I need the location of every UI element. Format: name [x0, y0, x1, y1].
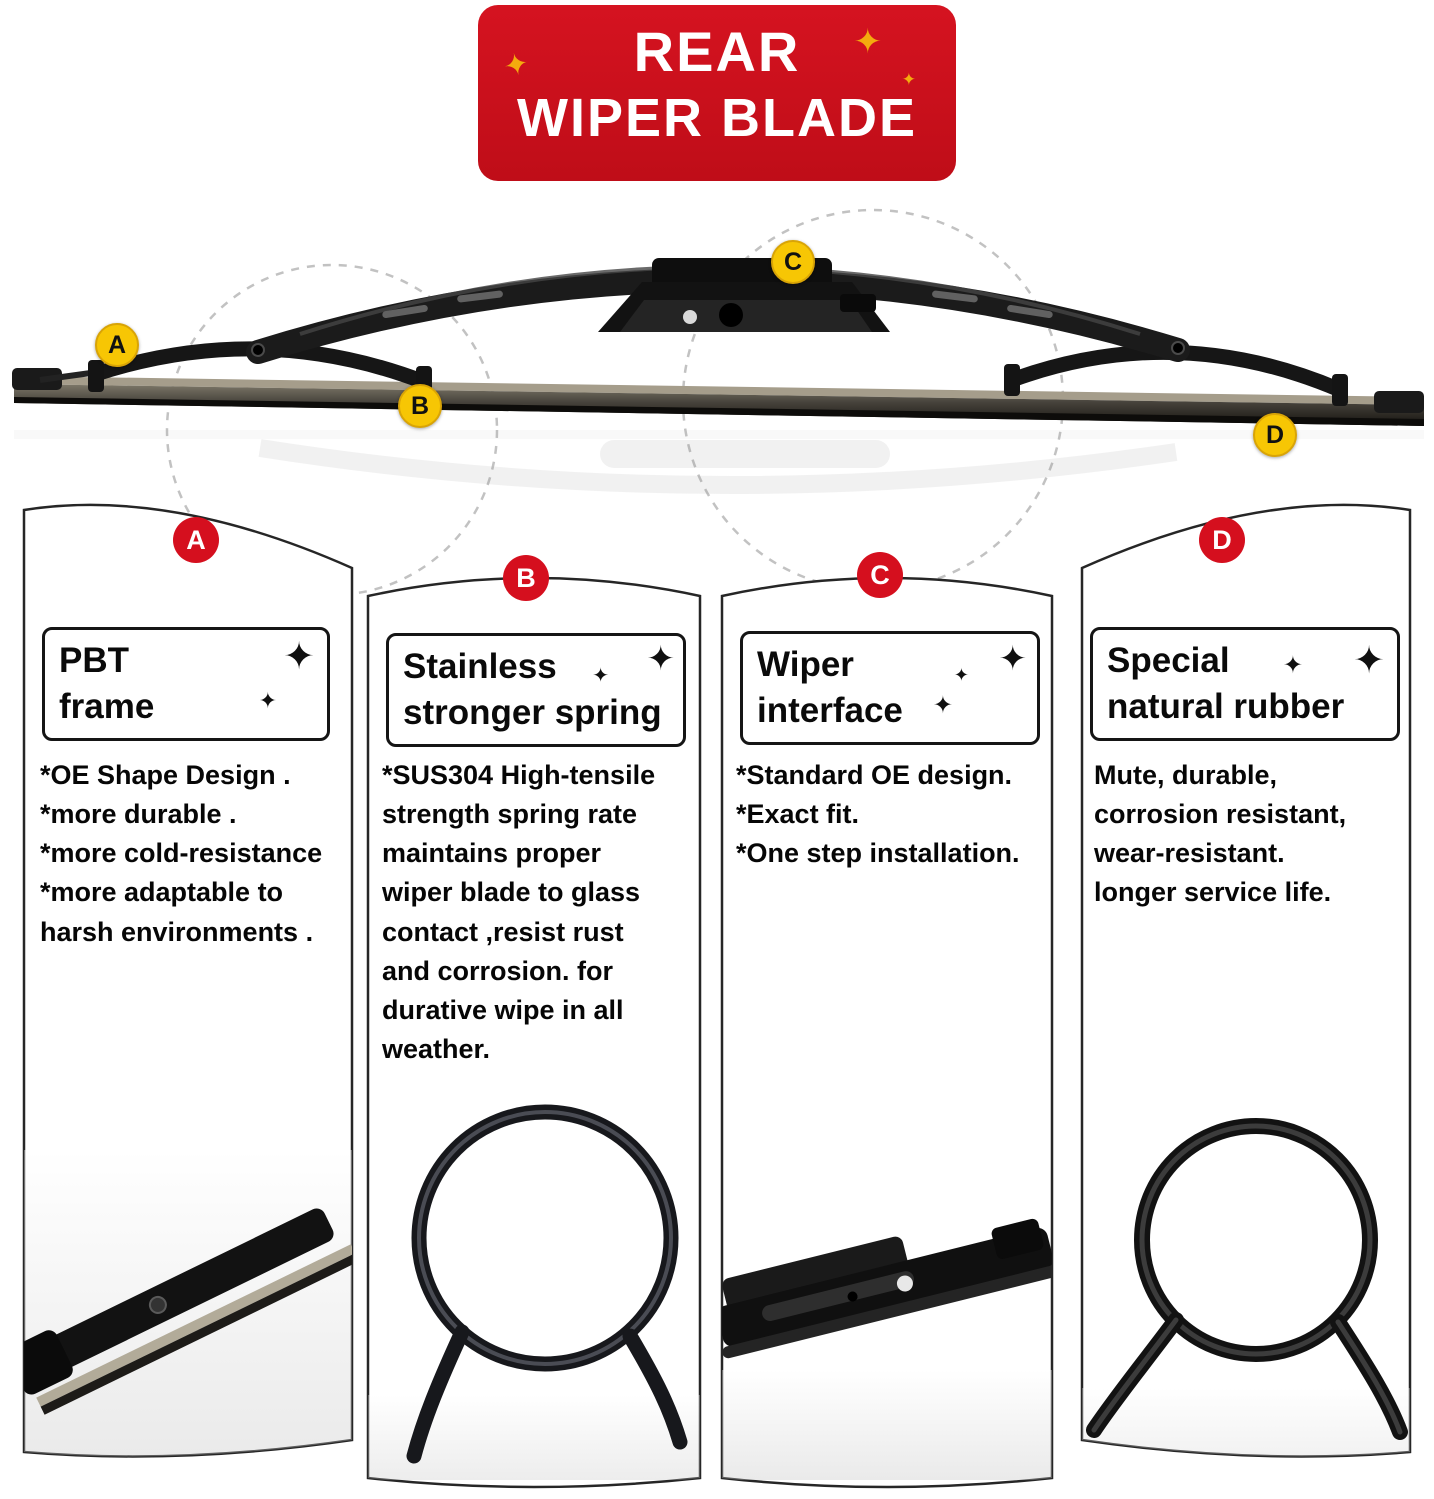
sparkle-icon: ✦: [998, 640, 1028, 678]
blade-callout-c: C: [771, 240, 815, 284]
panel-a-title-line2: frame: [59, 687, 155, 727]
sparkle-icon: ✦: [901, 70, 916, 89]
panel-a-title-box: PBT frame ✦ ✦: [42, 627, 330, 742]
panel-d-body: Mute, durable, corrosion resistant, wear…: [1094, 760, 1347, 908]
sparkle-icon: ✦: [1282, 652, 1303, 679]
photo-wiper-interface: [722, 1218, 1052, 1480]
panel-c-title-box: Wiper interface ✦ ✦ ✦: [740, 631, 1040, 746]
blade-callout-a: A: [95, 323, 139, 367]
sparkle-icon: ✦: [258, 688, 277, 713]
panel-b-title-line2: stronger spring: [403, 693, 662, 733]
panel-d-title-line1: Special: [1107, 641, 1230, 680]
photo-pbt-frame: [24, 1150, 352, 1457]
panel-c-title-line2: interface: [757, 691, 903, 731]
panel-d-title-box: Special natural rubber ✦ ✦: [1090, 627, 1400, 742]
blade-callout-d: D: [1253, 413, 1297, 457]
panel-c-body: *Standard OE design. *Exact fit. *One st…: [736, 760, 1020, 869]
panel-b-body: *SUS304 High-tensile strength spring rat…: [382, 760, 656, 1064]
photo-spring-loop: [368, 1104, 700, 1480]
panel-a-body: *OE Shape Design . *more durable . *more…: [40, 760, 323, 947]
panel-b-title-box: Stainless stronger spring ✦ ✦: [386, 633, 686, 748]
panel-d-title-line2: natural rubber: [1107, 687, 1345, 727]
panel-c-badge: C: [857, 552, 903, 598]
blade-reflection: [14, 430, 1424, 495]
sparkle-icon: ✦: [592, 665, 609, 687]
blade-callout-b: B: [398, 384, 442, 428]
sparkle-icon: ✦: [932, 692, 953, 719]
sparkle-icon: ✦: [646, 640, 676, 678]
banner: ✦ ✦ ✦ REAR WIPER BLADE: [478, 5, 956, 181]
panel-c-title-line1: Wiper: [757, 645, 854, 684]
banner-title-line2: WIPER BLADE: [517, 87, 917, 148]
photo-rubber-strip: [1082, 1118, 1410, 1457]
sparkle-icon: ✦: [953, 665, 969, 685]
panel-d-badge: D: [1199, 517, 1245, 563]
rubber-strip: [12, 368, 1424, 426]
panel-b-badge: B: [503, 555, 549, 601]
panel-b-title-line1: Stainless: [403, 647, 557, 686]
panel-a-badge: A: [173, 517, 219, 563]
sparkle-icon: ✦: [853, 23, 883, 61]
banner-title-line1: REAR: [633, 20, 801, 83]
panel-a-title-line1: PBT: [59, 641, 129, 680]
sparkle-icon: ✦: [1353, 640, 1385, 682]
sparkle-icon: ✦: [283, 636, 315, 678]
